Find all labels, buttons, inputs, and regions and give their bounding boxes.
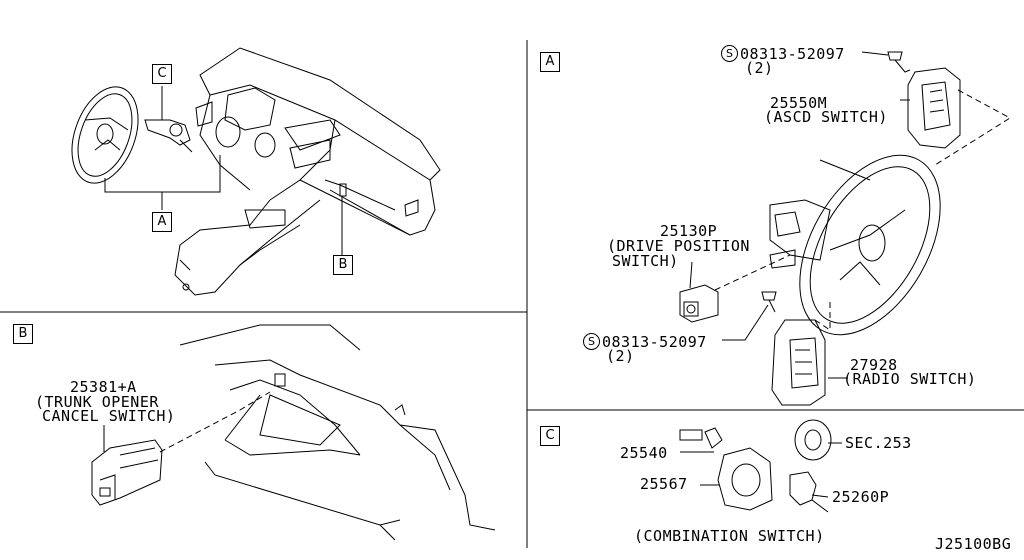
part-25540-label: 25540: [620, 444, 668, 462]
diagram-code: J25100BG: [935, 535, 1012, 553]
detail-b-tag: B: [13, 324, 33, 344]
trunk-switch-drawing: [92, 440, 162, 505]
trunk-switch-part-no: 25381+A: [70, 378, 137, 396]
drive-position-part-no: 25130P: [660, 222, 718, 240]
screw-top-drawing: [888, 52, 910, 72]
screw-top-qty: (2): [745, 59, 774, 77]
trunk-switch-name-line1: (TRUNK OPENER: [35, 393, 159, 411]
detail-a-tag: A: [540, 52, 560, 72]
screw-bottom-part-no: 08313-52097: [602, 333, 707, 351]
radio-switch-name: (RADIO SWITCH): [843, 370, 977, 388]
part-25260p-label: 25260P: [832, 488, 890, 506]
callout-c-box: C: [152, 64, 172, 84]
radio-switch-drawing: [772, 320, 825, 405]
combination-switch-detail-drawing: [680, 420, 831, 512]
ascd-switch-part-no: 25550M: [770, 94, 828, 112]
detail-c-tag: C: [540, 426, 560, 446]
screw-symbol-bottom: S: [583, 333, 600, 350]
ascd-switch-name: (ASCD SWITCH): [764, 108, 888, 126]
callout-a-box: A: [152, 212, 172, 232]
trunk-switch-name-line2: CANCEL SWITCH): [42, 407, 176, 425]
radio-switch-part-no: 27928: [850, 356, 898, 374]
ascd-switch-drawing: [908, 68, 960, 148]
instrument-panel-drawing: [175, 48, 440, 295]
callout-b-box: B: [333, 255, 353, 275]
drive-position-switch-drawing: [680, 285, 718, 322]
screw-bottom-qty: (2): [606, 347, 635, 365]
screw-top-part-no: 08313-52097: [740, 45, 845, 63]
drive-position-name-line1: (DRIVE POSITION: [607, 237, 750, 255]
steering-wheel-overview-drawing: [60, 78, 151, 192]
combination-switch-caption: (COMBINATION SWITCH): [634, 527, 825, 545]
part-25567-label: 25567: [640, 475, 688, 493]
combination-switch-overview-drawing: [145, 120, 192, 152]
screw-bottom-drawing: [762, 292, 776, 312]
sec-253-label: SEC.253: [845, 434, 912, 452]
screw-symbol-top: S: [721, 45, 738, 62]
glovebox-drawing: [180, 325, 495, 540]
detail-a-steering-drawing: [770, 131, 969, 359]
drive-position-name-line2: SWITCH): [612, 252, 679, 270]
